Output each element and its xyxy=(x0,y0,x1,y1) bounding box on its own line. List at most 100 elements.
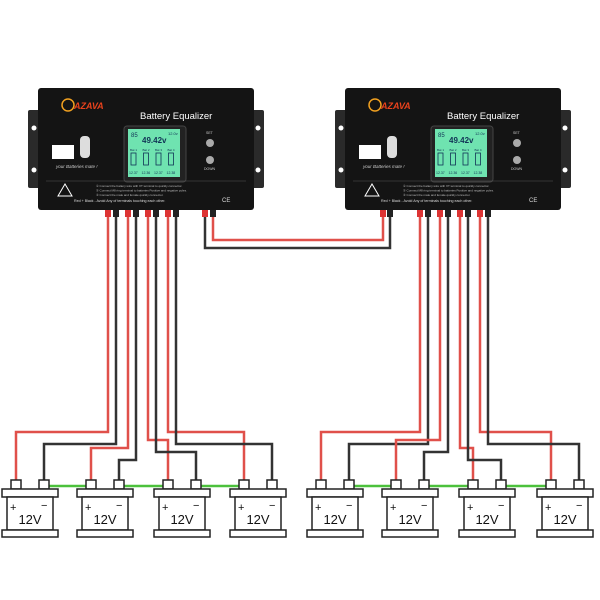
lcd-bat-label: Bat 1 xyxy=(437,148,444,152)
positive-terminal[interactable] xyxy=(390,479,402,490)
wire-connector[interactable] xyxy=(465,209,471,217)
wire-connector[interactable] xyxy=(417,209,423,217)
lcd-bat-voltage: 12.37 xyxy=(154,171,163,175)
screw-hole xyxy=(31,167,37,173)
positive-terminal[interactable] xyxy=(10,479,22,490)
warning-text: ② Connect M8 ring terminal to batteries … xyxy=(96,189,187,193)
minus-sign: − xyxy=(116,500,122,512)
wire-connector[interactable] xyxy=(145,209,151,217)
battery-body xyxy=(6,496,54,531)
warning-text: ② Connect M8 ring terminal to batteries … xyxy=(403,189,494,193)
battery-icon xyxy=(359,145,381,159)
wire-connector[interactable] xyxy=(445,209,451,217)
battery-voltage-label: 12V xyxy=(246,512,269,527)
wire-connector[interactable] xyxy=(113,209,119,217)
lcd-cell-icon xyxy=(462,152,469,166)
lcd-bat-voltage: 12.37 xyxy=(436,171,445,175)
lcd-total-voltage: 49.42v xyxy=(449,136,474,145)
down-label: DOWN xyxy=(204,167,216,171)
wire-connector[interactable] xyxy=(133,209,139,217)
battery-12v: +−12V xyxy=(153,479,211,538)
mounting-tab xyxy=(252,110,264,188)
negative-terminal[interactable] xyxy=(495,479,507,490)
tagline: your Batteries mate ! xyxy=(362,164,405,169)
screw-hole xyxy=(338,125,344,131)
negative-terminal[interactable] xyxy=(573,479,585,490)
ce-mark: CE xyxy=(222,198,230,204)
wire-connector[interactable] xyxy=(437,209,443,217)
positive-terminal[interactable] xyxy=(162,479,174,490)
wire-color-note: Red + Black - Avoid Any of terminals tou… xyxy=(74,199,165,203)
lcd-bat-voltage: 12.37 xyxy=(129,171,138,175)
wire-connector[interactable] xyxy=(210,209,216,217)
minus-sign: − xyxy=(41,500,47,512)
mounting-tab xyxy=(335,110,347,188)
plus-sign: + xyxy=(390,502,396,514)
down-button[interactable] xyxy=(206,156,214,164)
cable-icon xyxy=(80,136,90,158)
minus-sign: − xyxy=(421,500,427,512)
plus-sign: + xyxy=(315,502,321,514)
battery-12v: +−12V xyxy=(229,479,287,538)
plus-sign: + xyxy=(162,502,168,514)
wire-connector[interactable] xyxy=(105,209,111,217)
battery-12v: +−12V xyxy=(306,479,364,538)
positive-wire xyxy=(89,212,130,482)
lcd-bat-voltage: 12.36 xyxy=(449,171,458,175)
positive-wire xyxy=(146,212,170,482)
wire-connector[interactable] xyxy=(457,209,463,217)
plus-sign: + xyxy=(545,502,551,514)
warning-text: ③ Connect the male and female quickly co… xyxy=(96,193,164,197)
wire-connector[interactable] xyxy=(202,209,208,217)
wire-connector[interactable] xyxy=(477,209,483,217)
wire-connector[interactable] xyxy=(425,209,431,217)
lcd-bat-label: Bat 3 xyxy=(155,148,162,152)
wire-connector[interactable] xyxy=(485,209,491,217)
set-button[interactable] xyxy=(513,139,521,147)
negative-terminal[interactable] xyxy=(418,479,430,490)
positive-terminal[interactable] xyxy=(467,479,479,490)
down-button[interactable] xyxy=(513,156,521,164)
battery-bank: +−12V+−12V+−12V+−12V+−12V+−12V+−12V+−12V xyxy=(1,479,594,538)
positive-wire xyxy=(458,212,475,482)
battery-voltage-label: 12V xyxy=(323,512,346,527)
negative-terminal[interactable] xyxy=(38,479,50,490)
negative-terminal[interactable] xyxy=(343,479,355,490)
wire-connector[interactable] xyxy=(153,209,159,217)
mounting-tab xyxy=(559,110,571,188)
set-button[interactable] xyxy=(206,139,214,147)
set-label: SET xyxy=(206,131,214,135)
positive-terminal[interactable] xyxy=(238,479,250,490)
lcd-bat-label: Bat 4 xyxy=(168,148,175,152)
lcd-cell-icon xyxy=(130,152,137,166)
positive-terminal[interactable] xyxy=(545,479,557,490)
lcd-bat-label: Bat 3 xyxy=(462,148,469,152)
lcd-bat-label: Bat 2 xyxy=(143,148,150,152)
negative-terminal[interactable] xyxy=(113,479,125,490)
sun-logo-icon xyxy=(61,98,75,112)
brand-logo: AZAVA xyxy=(73,101,104,111)
lcd-bat-voltage: 12.37 xyxy=(461,171,470,175)
positive-terminal[interactable] xyxy=(85,479,97,490)
warning-text: ① Connect the battery wire with XT termi… xyxy=(96,184,183,188)
lcd-soc: 85 xyxy=(131,133,138,139)
wire-connector[interactable] xyxy=(380,209,386,217)
wire-connector[interactable] xyxy=(165,209,171,217)
wire-connector[interactable] xyxy=(125,209,131,217)
negative-terminal[interactable] xyxy=(190,479,202,490)
battery-body xyxy=(541,496,589,531)
lcd-cell-icon xyxy=(155,152,162,166)
negative-terminal[interactable] xyxy=(266,479,278,490)
negative-wire xyxy=(466,212,503,482)
plus-sign: + xyxy=(85,502,91,514)
battery-voltage-label: 12V xyxy=(553,512,576,527)
battery-voltage-label: 12V xyxy=(18,512,41,527)
wire-connector[interactable] xyxy=(387,209,393,217)
battery-12v: +−12V xyxy=(458,479,516,538)
wire-connector[interactable] xyxy=(173,209,179,217)
positive-terminal[interactable] xyxy=(315,479,327,490)
device-title: Battery Equalizer xyxy=(140,111,212,122)
battery-voltage-label: 12V xyxy=(398,512,421,527)
